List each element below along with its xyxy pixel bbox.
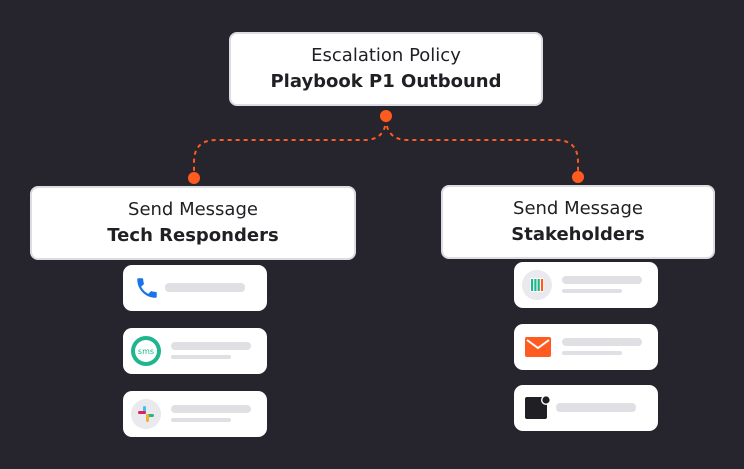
send-message-tech-responders-node[interactable]: Send Message Tech Responders [30, 186, 356, 260]
placeholder-line [165, 283, 245, 292]
channel-card-sms[interactable]: sms [123, 328, 267, 374]
connector-to-stakeholders [385, 117, 579, 178]
sms-icon: sms [130, 335, 162, 367]
placeholder-line-small [171, 355, 231, 359]
connector-dot-left [188, 172, 200, 184]
channel-card-slack[interactable] [123, 391, 267, 437]
placeholder-line-small [171, 418, 231, 422]
step-target: Stakeholders [511, 224, 645, 245]
notification-app-icon [524, 394, 552, 422]
connector-dot-right [572, 171, 584, 183]
connector-dot-top [380, 110, 392, 122]
placeholder-line [562, 276, 642, 284]
step-label: Send Message [128, 199, 258, 220]
placeholder-line [171, 405, 251, 413]
channel-card-app-notification[interactable] [514, 385, 658, 431]
channel-card-email[interactable] [514, 324, 658, 370]
placeholder-line [556, 403, 636, 412]
channel-card-statuspage[interactable] [514, 262, 658, 308]
channel-card-phone[interactable] [123, 265, 267, 311]
placeholder-line-small [562, 351, 622, 355]
step-label: Send Message [513, 198, 643, 219]
step-target: Tech Responders [107, 225, 279, 246]
policy-label: Escalation Policy [311, 45, 461, 66]
escalation-policy-node[interactable]: Escalation Policy Playbook P1 Outbound [229, 32, 543, 106]
slack-icon [130, 398, 162, 430]
phone-icon [133, 274, 161, 302]
placeholder-line [562, 338, 642, 346]
policy-name: Playbook P1 Outbound [270, 71, 502, 92]
connector-to-tech-responders [193, 117, 387, 178]
sms-icon-text: sms [138, 347, 154, 356]
send-message-stakeholders-node[interactable]: Send Message Stakeholders [441, 185, 715, 259]
placeholder-line-small [562, 289, 622, 293]
placeholder-line [171, 342, 251, 350]
email-icon [524, 333, 552, 361]
statuspage-icon [521, 269, 553, 301]
